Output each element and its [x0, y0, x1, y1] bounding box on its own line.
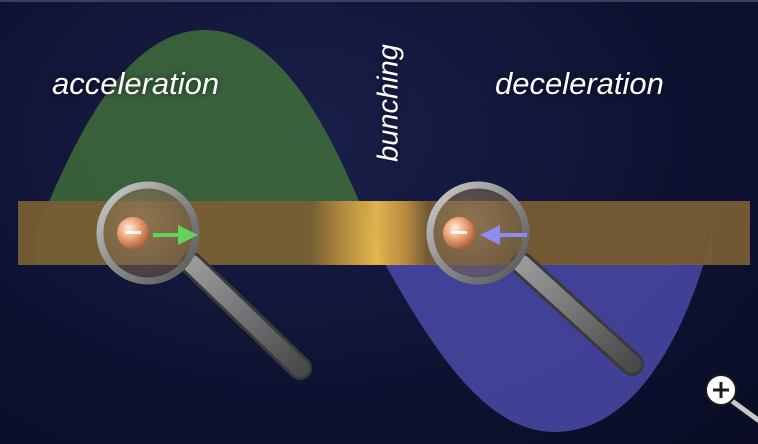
- right-magnifier: [426, 181, 644, 376]
- left-magnifier: [96, 181, 312, 380]
- zoom-in-icon[interactable]: [705, 374, 758, 423]
- acceleration-label: acceleration: [52, 66, 220, 101]
- deceleration-field-lobe: [385, 234, 712, 432]
- bunching-label: bunching: [372, 44, 405, 162]
- deceleration-label: deceleration: [495, 66, 664, 101]
